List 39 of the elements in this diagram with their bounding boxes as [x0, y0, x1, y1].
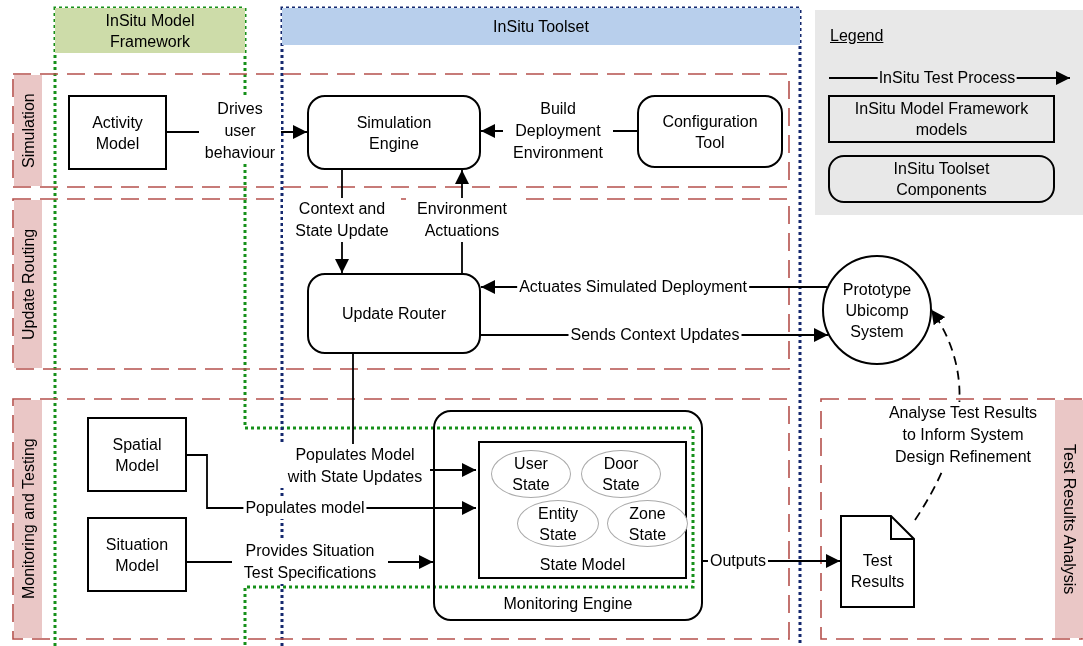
model-box [87, 517, 187, 592]
column-header: InSitu Toolset [282, 8, 800, 45]
node-label: Test Results [849, 550, 906, 592]
legend-title: Legend [830, 27, 884, 45]
lane-title: Test Results Analysis [1055, 400, 1083, 638]
node-label: Update Router [341, 304, 447, 324]
component-box [307, 95, 481, 170]
node-label: User State [511, 454, 551, 495]
state-model-box [478, 441, 687, 579]
edge-label: Context and State Update [283, 198, 401, 242]
lane-title: Simulation [14, 75, 42, 186]
edge-label: Populates model [243, 497, 367, 519]
lane-title: Monitoring and Testing [14, 400, 42, 638]
legend-model-sample: InSitu Model Framework models [828, 95, 1055, 143]
node-label: Entity State [537, 503, 579, 545]
state-ellipse [607, 500, 688, 547]
node-label: Door State [601, 454, 641, 495]
node-label: Zone State [627, 503, 668, 545]
model-box [87, 417, 187, 492]
node-label: Simulation Engine [355, 112, 433, 154]
legend-component-sample: InSitu Toolset Components [828, 155, 1055, 203]
node-label: Situation Model [104, 534, 170, 576]
model-box [68, 95, 167, 170]
node-label: Spatial Model [111, 434, 163, 476]
node-label: Prototype Ubicomp System [841, 279, 913, 342]
document-shape [840, 515, 915, 608]
edge-label: Drives user behaviour [199, 98, 281, 164]
edge-label: Populates Model with State Updates [280, 444, 430, 488]
container-title: Monitoring Engine [503, 595, 633, 613]
edge-label: Provides Situation Test Specifications [232, 540, 388, 584]
engine-container [433, 410, 703, 621]
edge-label: Environment Actuations [406, 198, 518, 242]
component-box [307, 273, 481, 354]
node-label: Configuration Tool [661, 111, 759, 153]
column-header: InSitu Model Framework [55, 8, 245, 53]
container-title: State Model [539, 556, 626, 574]
lane-title: Update Routing [14, 200, 42, 368]
component-box [637, 95, 783, 168]
node-label: Activity Model [91, 112, 144, 154]
